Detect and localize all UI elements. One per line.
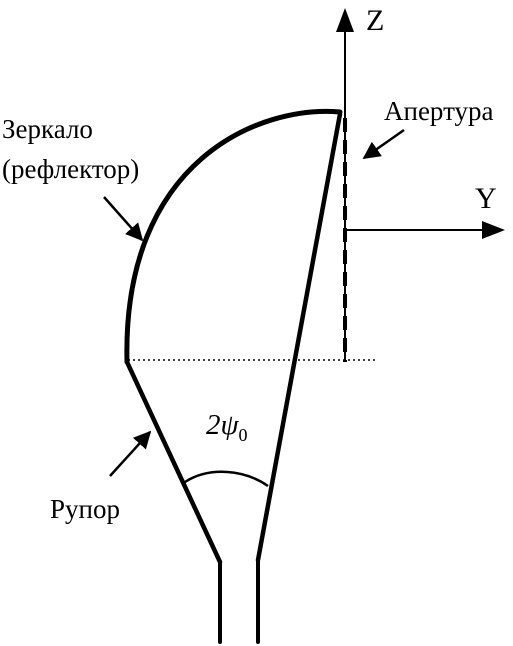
aperture-label: Апертура [384, 96, 494, 126]
y-axis-arrowhead [482, 221, 505, 239]
mirror-pointer-arrow [103, 196, 144, 242]
angle-label-subscript: 0 [239, 425, 248, 445]
mirror-label-line2: (рефлектор) [2, 154, 139, 184]
angle-label: 2ψ0 [206, 409, 248, 445]
aperture-pointer-arrow [362, 128, 405, 160]
angle-arc [184, 470, 269, 488]
angle-label-main: 2ψ [206, 409, 240, 441]
z-axis-arrowhead [336, 8, 354, 32]
y-axis-label: Y [475, 182, 497, 215]
inner-diagonal-line [255, 111, 343, 563]
mirror-label-line1: Зеркало [2, 114, 93, 144]
horn-pointer-arrow [109, 430, 152, 477]
horn-left-wall [124, 359, 223, 565]
z-axis-label: Z [366, 4, 384, 37]
mirror-reflector-curve [124, 108, 343, 365]
horn-label: Рупор [50, 494, 120, 524]
